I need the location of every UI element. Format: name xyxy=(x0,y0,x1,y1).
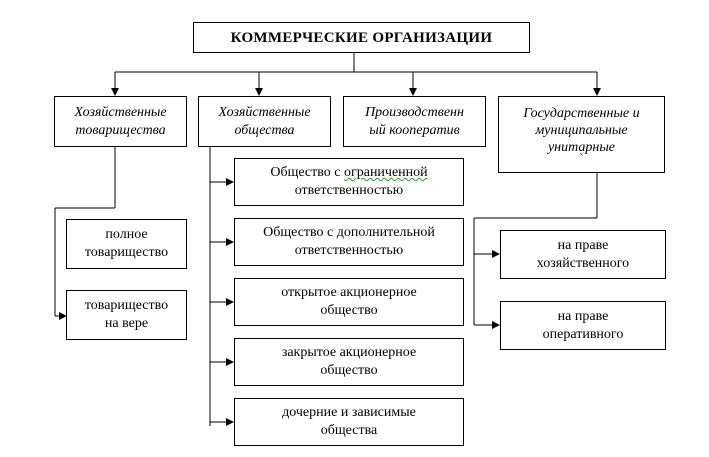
node-label-line: закрытое акционерное xyxy=(281,345,417,360)
node-operational-management-right: на праве оперативного xyxy=(500,301,666,350)
node-label-line: на праве xyxy=(557,237,609,253)
root-node: КОММЕРЧЕСКИЕ ОРГАНИЗАЦИИ xyxy=(193,22,530,53)
category-label-line: общества xyxy=(234,122,295,138)
category-label-line: муниципальные xyxy=(535,123,628,138)
node-label-part: Общество с xyxy=(270,165,344,180)
category-state-municipal-unitary: Государственные и муниципальные унитарны… xyxy=(498,96,665,173)
category-label-line: Государственные и xyxy=(523,106,640,121)
node-label-line: оперативного xyxy=(542,326,624,342)
root-label: КОММЕРЧЕСКИЕ ОРГАНИЗАЦИИ xyxy=(230,29,493,46)
node-limited-partnership: товарищество на вере xyxy=(66,290,187,340)
category-label-line: Хозяйственные xyxy=(74,104,167,120)
category-label-line: ый кооператив xyxy=(369,122,460,138)
node-label-line: товарищество xyxy=(84,245,169,260)
node-label-line: Общество с дополнительной xyxy=(263,225,435,240)
node-label-line: хозяйственного xyxy=(536,255,630,271)
category-label-line: Хозяйственные xyxy=(218,104,311,120)
node-llc: Общество с ограниченной ответственностью xyxy=(234,158,464,206)
node-closed-jsc: закрытое акционерное общество xyxy=(234,338,464,386)
node-economic-management-right: на праве хозяйственного xyxy=(500,230,666,279)
node-label-line: полное xyxy=(105,227,148,242)
node-label-line: Общество с ограниченной xyxy=(270,164,427,182)
node-label-line: общество xyxy=(320,303,378,318)
node-additional-liability-company: Общество с дополнительной ответственност… xyxy=(234,218,464,266)
node-open-jsc: открытое акционерное общество xyxy=(234,278,464,326)
category-business-partnerships: Хозяйственные товарищества xyxy=(54,96,187,147)
node-label-line: общество xyxy=(320,363,378,378)
category-production-cooperative: Производственн ый кооператив xyxy=(343,96,486,147)
category-business-societies: Хозяйственные общества xyxy=(198,96,331,147)
node-subsidiary-dependent: дочерние и зависимые общества xyxy=(234,398,464,446)
category-label-line: Производственн xyxy=(365,104,464,120)
node-label-line: на праве xyxy=(557,308,609,324)
category-label-line: унитарные xyxy=(547,140,616,155)
node-label-line: ответственностью xyxy=(294,243,404,258)
node-full-partnership: полное товарищество xyxy=(66,219,187,269)
node-label-line: общества xyxy=(320,423,378,438)
node-label-line: дочерние и зависимые xyxy=(282,405,416,420)
node-label-line: на вере xyxy=(104,316,149,331)
category-label-line: ` xyxy=(579,152,584,167)
category-label-line: товарищества xyxy=(75,122,166,138)
node-label-line: товарищество xyxy=(84,298,169,313)
node-label-line: ответственностью xyxy=(294,183,404,198)
node-label-part: ограниченной xyxy=(343,165,428,180)
node-label-line: открытое акционерное xyxy=(281,285,417,300)
